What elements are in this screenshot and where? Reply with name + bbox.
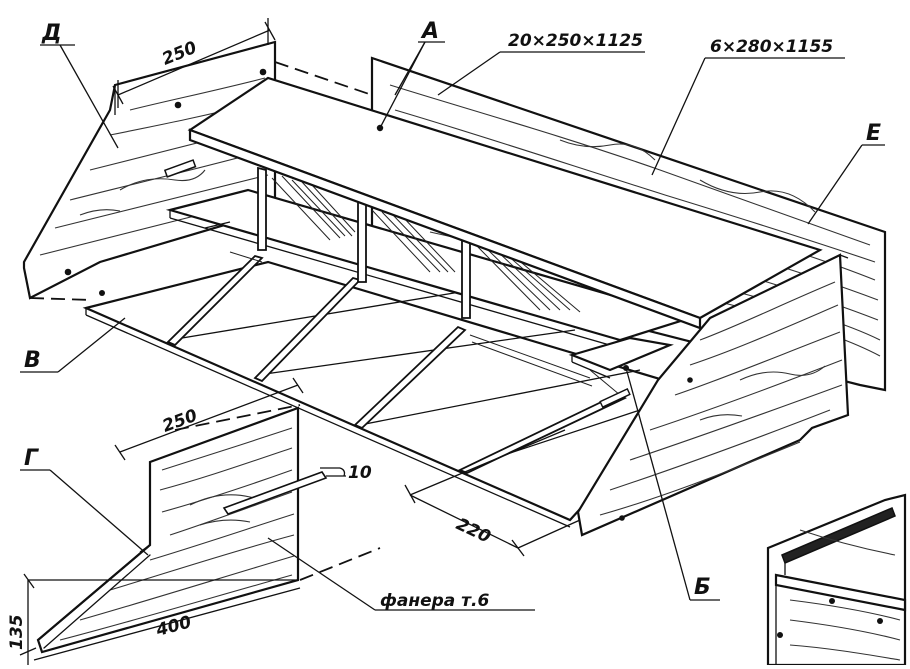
corner-detail <box>766 493 907 667</box>
label-b: Б <box>694 575 711 600</box>
dimension-lines <box>19 18 581 665</box>
dim-gusset-width: 250 <box>160 406 200 437</box>
tray-shelf-v <box>82 260 692 528</box>
assembly-lines <box>29 61 381 581</box>
insert-piece-b <box>568 336 674 396</box>
label-d: Д <box>41 21 62 46</box>
part-labels: Д А Е В Г Б <box>24 19 881 600</box>
label-g: Г <box>24 446 39 471</box>
label-e: Е <box>866 121 881 146</box>
dim-top-panel: 20×250×1125 <box>508 31 643 51</box>
gusset-strips <box>166 254 627 474</box>
side-panel-d <box>22 40 277 300</box>
dim-gusset-height: 135 <box>7 615 27 651</box>
gusset-panel-g <box>36 406 328 654</box>
top-panel-a <box>187 76 823 330</box>
material-note: фанера т.6 <box>380 591 489 611</box>
dim-back-panel: 6×280×1155 <box>710 37 833 57</box>
dim-slot: 10 <box>348 463 372 483</box>
dim-shelf-depth: 220 <box>453 514 494 547</box>
label-v: В <box>24 348 41 373</box>
label-a: А <box>420 19 439 44</box>
leader-lines <box>20 41 885 611</box>
side-panel-right <box>576 253 850 537</box>
